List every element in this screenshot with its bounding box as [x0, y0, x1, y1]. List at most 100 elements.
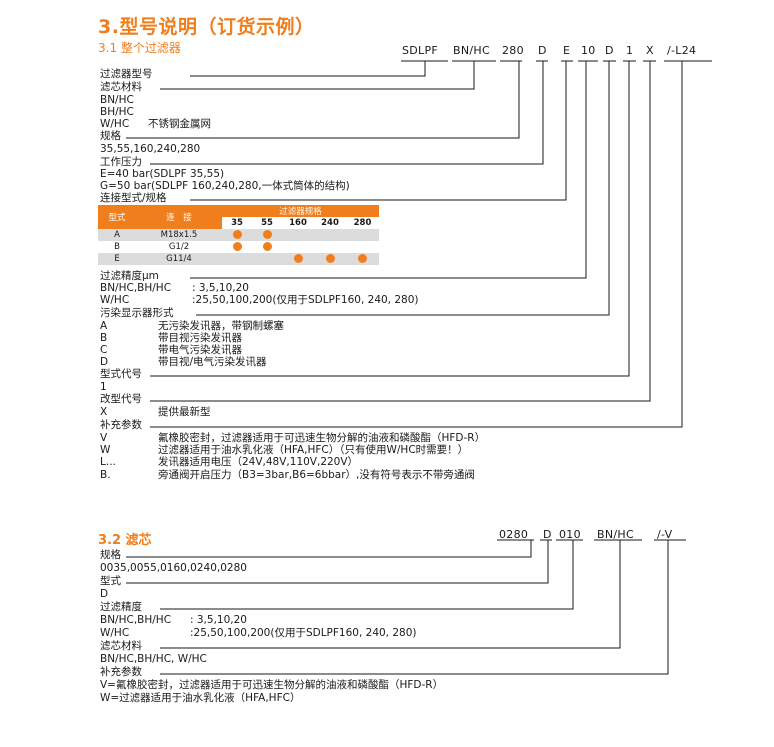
table-size-35: 35	[222, 217, 252, 229]
table-cell-availability	[222, 229, 252, 241]
label-element-material: 滤芯材料	[100, 81, 142, 93]
element-material-value: BN/HC,BH/HC, W/HC	[100, 653, 207, 665]
modification-x: 提供最新型	[158, 406, 211, 418]
pressure-g: G=50 bar(SDLPF 160,240,280,一体式筒体的结构)	[100, 180, 350, 192]
indicator-c-key: C	[100, 344, 108, 356]
table-cell-availability	[346, 241, 379, 253]
supplement-v: 氟橡胶密封，过滤器适用于可迅速生物分解的油液和磷酸酯（HFD-R）	[158, 432, 486, 444]
code-size: 280	[502, 44, 524, 57]
table-header-sizes: 过滤器规格	[222, 205, 379, 217]
material-bh: BH/HC	[100, 106, 134, 118]
section-heading-element: 3.2 滤芯	[98, 533, 152, 548]
supplement-w: 过滤器适用于油水乳化液（HFA,HFC）（只有使用W/HC时需要！）	[158, 444, 469, 456]
supplement-l-key: L...	[100, 456, 116, 468]
fineness-w-val: :25,50,100,200(仅用于SDLPF160, 240, 280)	[192, 294, 419, 306]
fineness-bn-val: : 3,5,10,20	[192, 282, 249, 294]
label-modification-code: 改型代号	[100, 393, 142, 405]
supplement-v-key: V	[100, 432, 108, 444]
availability-dot-icon	[358, 254, 367, 263]
element-supplement-v: V=氟橡胶密封，过滤器适用于可迅速生物分解的油液和磷酸酯（HFD-R）	[100, 679, 444, 691]
code-supplement: /-L24	[667, 44, 697, 57]
table-cell-availability	[346, 253, 379, 265]
element-code-fineness: 010	[559, 528, 581, 541]
table-cell-availability	[222, 253, 252, 265]
label-connection: 连接型式/规格	[100, 192, 167, 204]
table-cell-availability	[282, 241, 314, 253]
indicator-a-key: A	[100, 320, 108, 332]
indicator-b-key: B	[100, 332, 108, 344]
label-size: 规格	[100, 130, 121, 142]
availability-dot-icon	[232, 242, 242, 251]
availability-dot-icon	[325, 254, 335, 263]
table-cell-availability	[314, 253, 346, 265]
model-code-value: 1	[100, 381, 107, 393]
supplement-b: 旁通阀开启压力（B3=3bar,B6=6bbar）,没有符号表示不带旁通阀	[158, 469, 475, 481]
table-cell-type: B	[98, 241, 136, 253]
supplement-l: 发讯器适用电压（24V,48V,110V,220V）	[158, 456, 359, 468]
code-model: 1	[626, 44, 634, 57]
pressure-e: E=40 bar(SDLPF 35,55)	[100, 168, 225, 180]
element-label-material: 滤芯材料	[100, 640, 142, 652]
element-fineness-w-val: :25,50,100,200(仅用于SDLPF160, 240, 280)	[190, 627, 417, 639]
table-size-280: 280	[346, 217, 379, 229]
code-fineness: 10	[581, 44, 596, 57]
table-cell-availability	[282, 253, 314, 265]
table-header-type: 型式	[98, 205, 136, 229]
table-cell-availability	[314, 241, 346, 253]
table-cell-availability	[252, 241, 282, 253]
code-sdlpf: SDLPF	[402, 44, 439, 57]
label-pressure: 工作压力	[100, 156, 142, 168]
availability-dot-icon	[232, 230, 242, 239]
table-cell-availability	[252, 229, 282, 241]
element-fineness-bn-val: : 3,5,10,20	[190, 614, 247, 626]
table-cell-type: E	[98, 253, 136, 265]
label-fineness: 过滤精度μm	[100, 270, 159, 282]
size-values: 35,55,160,240,280	[100, 143, 201, 155]
table-cell-availability	[222, 241, 252, 253]
label-supplement: 补充参数	[100, 419, 142, 431]
supplement-b-key: B.	[100, 469, 111, 481]
element-label-fineness: 过滤精度	[100, 601, 142, 613]
label-model-code: 型式代号	[100, 368, 142, 380]
element-code-material: BN/HC	[597, 528, 634, 541]
table-cell-availability	[314, 229, 346, 241]
modification-x-key: X	[100, 406, 108, 418]
availability-dot-icon	[262, 242, 272, 251]
indicator-d-key: D	[100, 356, 109, 368]
code-indicator: D	[605, 44, 614, 57]
element-fineness-bn-key: BN/HC,BH/HC	[100, 614, 172, 626]
indicator-d: 带目视/电气污染发讯器	[158, 356, 267, 368]
element-label-type: 型式	[100, 575, 121, 587]
label-filter-type: 过滤器型号	[100, 68, 153, 80]
element-code-supplement: /-V	[657, 528, 673, 541]
element-fineness-w-key: W/HC	[100, 627, 130, 639]
table-cell-connection: M18x1.5	[136, 229, 222, 241]
element-size-values: 0035,0055,0160,0240,0280	[100, 562, 247, 574]
table-size-240: 240	[314, 217, 346, 229]
table-cell-availability	[346, 229, 379, 241]
section-heading-whole-filter: 3.1 整个过滤器	[98, 41, 181, 55]
availability-dot-icon	[262, 230, 272, 239]
label-indicator: 污染显示器形式	[100, 307, 174, 319]
page-title: 3.型号说明（订货示例）	[98, 16, 315, 38]
code-modification: X	[646, 44, 654, 57]
material-bn: BN/HC	[100, 94, 134, 106]
indicator-b: 带目视污染发讯器	[158, 332, 242, 344]
table-size-55: 55	[252, 217, 282, 229]
indicator-a: 无污染发讯器，带钢制螺塞	[158, 320, 284, 332]
element-supplement-w: W=过滤器适用于油水乳化液（HFA,HFC）	[100, 692, 301, 704]
element-label-supplement: 补充参数	[100, 666, 142, 678]
indicator-c: 带电气污染发讯器	[158, 344, 242, 356]
element-code-size: 0280	[499, 528, 529, 541]
table-cell-connection: G11/4	[136, 253, 222, 265]
table-cell-availability	[282, 229, 314, 241]
table-cell-availability	[252, 253, 282, 265]
code-connection: E	[563, 44, 571, 57]
fineness-bn-key: BN/HC,BH/HC	[100, 282, 172, 294]
table-size-160: 160	[282, 217, 314, 229]
table-cell-connection: G1/2	[136, 241, 222, 253]
